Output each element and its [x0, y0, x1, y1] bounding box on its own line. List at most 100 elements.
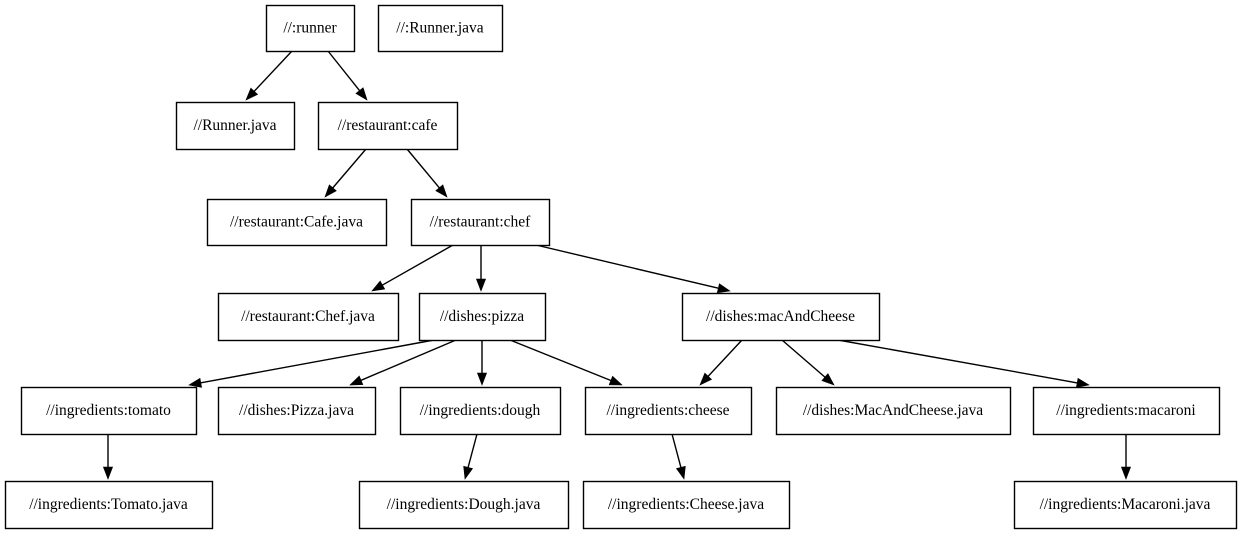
graph-edge	[509, 339, 623, 386]
edge-line	[781, 339, 826, 378]
graph-edge	[699, 339, 743, 386]
arrowhead-icon	[716, 283, 731, 294]
graph-node-dishes_pizza_java[interactable]: //dishes:Pizza.java	[217, 386, 377, 436]
arrowhead-icon	[324, 184, 337, 198]
edge-line	[382, 244, 454, 286]
node-box[interactable]	[1013, 480, 1238, 530]
node-label: //ingredients:Tomato.java	[29, 496, 188, 513]
graph-edge	[102, 434, 114, 480]
edge-line	[671, 433, 682, 468]
graph-node-ingredients_macaroni_java[interactable]: //ingredients:Macaroni.java	[1013, 480, 1238, 530]
graph-edge	[781, 339, 835, 386]
node-box[interactable]	[175, 101, 296, 151]
node-box[interactable]	[775, 386, 1012, 436]
node-box[interactable]	[584, 386, 753, 436]
node-box[interactable]	[217, 292, 400, 342]
graph-node-restaurant_chef[interactable]: //restaurant:chef	[410, 198, 551, 247]
node-box[interactable]	[265, 4, 356, 53]
graph-edge	[1120, 434, 1132, 480]
node-box[interactable]	[217, 386, 377, 436]
arrowhead-icon	[675, 465, 686, 480]
node-box[interactable]	[418, 292, 547, 342]
graph-node-ingredients_tomato_java[interactable]: //ingredients:Tomato.java	[4, 480, 214, 530]
node-box[interactable]	[582, 480, 791, 530]
node-box[interactable]	[410, 198, 551, 247]
node-label: //ingredients:Cheese.java	[608, 496, 764, 513]
arrowhead-icon	[435, 184, 448, 198]
graph-edge	[188, 339, 435, 388]
node-box[interactable]	[681, 292, 881, 342]
node-box[interactable]	[399, 386, 562, 436]
arrowhead-icon	[821, 373, 835, 386]
graph-edge	[476, 340, 488, 386]
arrowhead-icon	[371, 280, 386, 292]
graph-node-ingredients_cheese[interactable]: //ingredients:cheese	[584, 386, 753, 436]
arrowhead-icon	[102, 466, 114, 480]
graph-node-dishes_pizza[interactable]: //dishes:pizza	[418, 292, 547, 342]
graph-node-dishes_macandcheese[interactable]: //dishes:macAndCheese	[681, 292, 881, 342]
graph-node-runner_java_root[interactable]: //:Runner.java	[377, 4, 504, 53]
graph-node-runner_java[interactable]: //Runner.java	[175, 101, 296, 151]
edge-line	[707, 339, 743, 377]
graph-node-restaurant_chef_java[interactable]: //restaurant:Chef.java	[217, 292, 400, 342]
node-label: //restaurant:cafe	[338, 117, 438, 134]
edge-line	[200, 339, 435, 384]
graph-node-restaurant_cafe_java[interactable]: //restaurant:Cafe.java	[206, 198, 388, 247]
node-box[interactable]	[358, 480, 570, 530]
graph-node-ingredients_dough[interactable]: //ingredients:dough	[399, 386, 562, 436]
arrowhead-icon	[1120, 466, 1132, 480]
node-label: //restaurant:chef	[430, 214, 532, 231]
arrowhead-icon	[245, 87, 259, 101]
graph-node-runner[interactable]: //:runner	[265, 4, 356, 53]
graph-edge	[349, 339, 457, 386]
arrowhead-icon	[476, 372, 488, 386]
node-label: //restaurant:Chef.java	[241, 308, 375, 325]
arrowhead-icon	[608, 375, 623, 386]
graph-edge	[327, 50, 368, 101]
node-box[interactable]	[20, 386, 198, 436]
edge-line	[837, 339, 1078, 384]
node-label: //dishes:pizza	[440, 308, 524, 325]
edge-line	[535, 244, 719, 289]
graph-edge	[837, 339, 1090, 388]
graph-edge	[324, 148, 367, 198]
arrowhead-icon	[188, 377, 203, 388]
node-box[interactable]	[317, 101, 459, 151]
node-box[interactable]	[1032, 386, 1221, 436]
node-label: //ingredients:tomato	[46, 402, 171, 419]
edge-line	[360, 339, 457, 381]
graph-node-ingredients_tomato[interactable]: //ingredients:tomato	[20, 386, 198, 436]
graph-node-ingredients_dough_java[interactable]: //ingredients:Dough.java	[358, 480, 570, 530]
arrowhead-icon	[349, 375, 364, 386]
nodes-layer: //:runner //:Runner.java //Runner.java //re…	[4, 4, 1238, 530]
arrowhead-icon	[699, 372, 713, 386]
graph-edge	[371, 244, 454, 292]
node-box[interactable]	[377, 4, 504, 53]
node-label: //ingredients:Macaroni.java	[1040, 496, 1211, 513]
arrowhead-icon	[355, 87, 368, 101]
edge-line	[406, 148, 440, 189]
edge-line	[467, 433, 478, 468]
graph-node-dishes_macandcheese_java[interactable]: //dishes:MacAndCheese.java	[775, 386, 1012, 436]
node-box[interactable]	[206, 198, 388, 247]
arrowhead-icon	[463, 465, 474, 480]
edge-line	[327, 50, 361, 92]
node-box[interactable]	[4, 480, 214, 530]
arrowhead-icon	[1076, 377, 1090, 388]
graph-edge	[406, 148, 448, 198]
graph-edge	[475, 245, 487, 292]
graph-node-ingredients_macaroni[interactable]: //ingredients:macaroni	[1032, 386, 1221, 436]
node-label: //restaurant:Cafe.java	[230, 214, 363, 231]
node-label: //Runner.java	[193, 117, 276, 134]
node-label: //ingredients:Dough.java	[387, 496, 541, 513]
node-label: //ingredients:dough	[420, 402, 541, 419]
graph-node-ingredients_cheese_java[interactable]: //ingredients:Cheese.java	[582, 480, 791, 530]
graph-node-restaurant_cafe[interactable]: //restaurant:cafe	[317, 101, 459, 151]
edge-line	[332, 148, 367, 189]
node-label: //:Runner.java	[396, 20, 484, 37]
graph-edge	[535, 244, 731, 294]
node-label: //dishes:Pizza.java	[239, 402, 354, 419]
edge-line	[253, 50, 293, 92]
